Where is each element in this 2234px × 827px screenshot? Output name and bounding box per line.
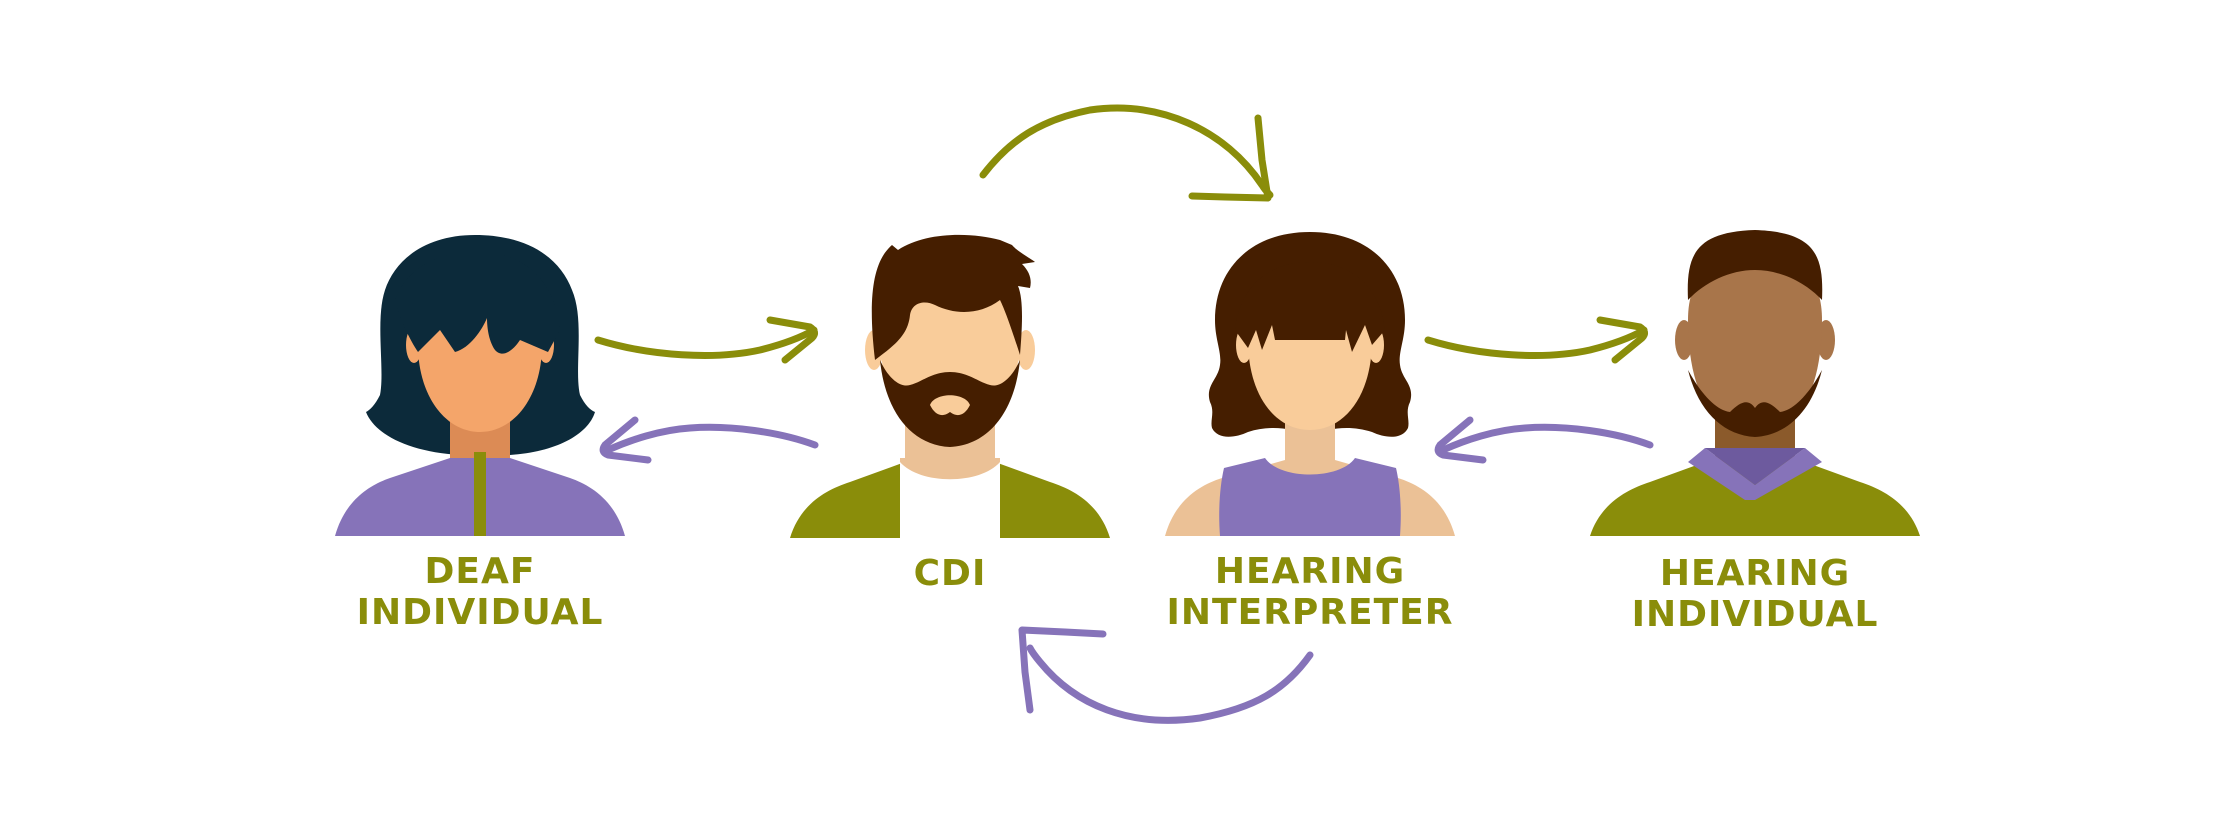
left-arrow-icon <box>1434 416 1654 464</box>
label-line-2: INDIVIDUAL <box>356 592 604 633</box>
interpreter-top <box>1219 458 1401 536</box>
right-arrow-icon <box>594 316 819 364</box>
deaf-bangs <box>395 251 560 354</box>
hearing-individual-avatar <box>1590 230 1920 536</box>
right-arrow-icon <box>1424 316 1649 364</box>
label-line-1: HEARING <box>1214 551 1406 592</box>
curved-arrow-icon <box>1018 626 1314 724</box>
label-line-1: CDI <box>913 553 987 594</box>
hearing-interpreter-avatar <box>1165 232 1455 536</box>
label-cdi: CDI <box>800 553 1100 594</box>
hearing-individual-hair <box>1687 230 1823 300</box>
cdi-undershirt <box>900 462 1000 538</box>
cdi-hair <box>871 234 1035 360</box>
label-line-2: INTERPRETER <box>1166 592 1454 633</box>
hearing-individual-collar-shadow <box>1705 448 1805 485</box>
deaf-zipper <box>474 452 486 536</box>
cdi-ear-right <box>1017 330 1035 370</box>
left-arrow-icon <box>599 416 819 464</box>
cdi-mouth <box>930 395 970 416</box>
cdi-collar <box>900 458 1000 480</box>
curved-arrow-icon <box>979 104 1274 202</box>
hearing-individual-beard <box>1688 370 1822 437</box>
label-hearing-individual: HEARING INDIVIDUAL <box>1605 553 1905 635</box>
label-deaf-individual: DEAF INDIVIDUAL <box>330 551 630 633</box>
label-line-1: DEAF <box>424 551 536 592</box>
label-line-1: HEARING <box>1659 553 1851 594</box>
cdi-avatar <box>790 234 1110 538</box>
interpreter-bangs <box>1235 262 1385 352</box>
hearing-individual-face <box>1688 258 1822 435</box>
hearing-individual-collar <box>1688 448 1822 500</box>
label-line-2: INDIVIDUAL <box>1631 594 1879 635</box>
label-hearing-interpreter: HEARING INTERPRETER <box>1135 551 1485 633</box>
deaf-individual-avatar <box>335 235 625 536</box>
